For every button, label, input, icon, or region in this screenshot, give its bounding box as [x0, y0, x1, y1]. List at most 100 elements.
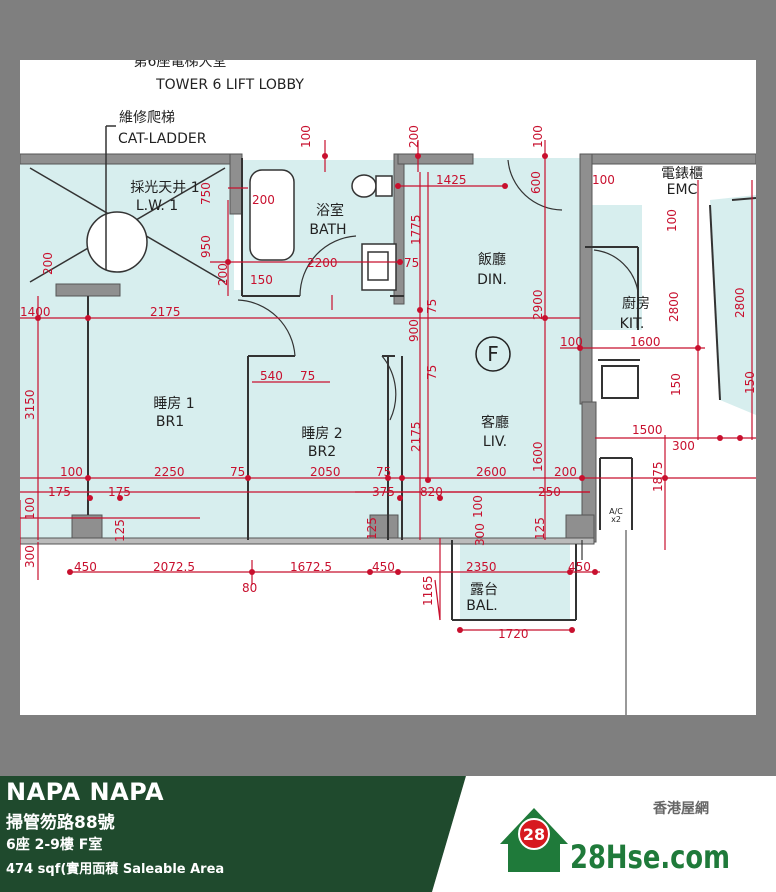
floor-plan: 第6座電梯大堂 TOWER 6 LIFT LOBBY 維修爬梯 CAT-LADD… — [20, 60, 756, 715]
dining-label-en: DIN. — [477, 272, 507, 288]
dim-label: 100 — [665, 209, 679, 232]
emc-label-en: EMC — [667, 182, 698, 198]
dim-label: 3150 — [23, 389, 37, 420]
bath-fixtures — [249, 169, 397, 291]
light-well — [29, 125, 226, 283]
dim-label: 200 — [554, 465, 577, 479]
dim-label: 75 — [404, 256, 419, 270]
walls — [20, 153, 756, 545]
dining-label-cn: 飯廳 — [478, 251, 506, 268]
lightwell-label-en: L.W. 1 — [136, 198, 178, 214]
lightwell-label-cn: 採光天井 1 — [130, 180, 199, 196]
dim-label: 75 — [425, 299, 439, 314]
dim-label: 900 — [407, 319, 421, 342]
dim-label: 75 — [376, 465, 391, 479]
dimension-ticks — [35, 153, 743, 633]
dim-label: 2072.5 — [153, 560, 195, 574]
emc-label-cn: 電錶櫃 — [661, 166, 703, 182]
kitchen-label-en: KIT. — [620, 316, 645, 332]
floor-plan-frame: 第6座電梯大堂 TOWER 6 LIFT LOBBY 維修爬梯 CAT-LADD… — [20, 60, 756, 715]
unit-mark: F — [487, 342, 499, 366]
dim-label: 450 — [74, 560, 97, 574]
bedroom1-label-cn: 睡房 1 — [153, 396, 194, 412]
dim-label: 2600 — [476, 465, 507, 479]
dim-label: 200 — [216, 263, 230, 286]
dim-label: 250 — [538, 485, 561, 499]
balcony-label-en: BAL. — [466, 598, 497, 614]
dim-label: 125 — [533, 517, 547, 540]
balcony-label-cn: 露台 — [470, 582, 498, 598]
project-name: NAPA NAPA — [6, 778, 165, 806]
dim-label: 175 — [108, 485, 131, 499]
kitchen-label-cn: 廚房 — [622, 295, 650, 312]
dim-label: 100 — [299, 125, 313, 148]
dim-label: 2800 — [733, 287, 747, 318]
unit-info: 6座 2-9樓 F室 — [6, 837, 103, 853]
living-label-cn: 客廳 — [481, 414, 509, 431]
dim-label: 600 — [529, 171, 543, 194]
dim-label: 450 — [568, 560, 591, 574]
dim-label: 2200 — [307, 256, 338, 270]
ac-label-1: A/C — [609, 507, 623, 516]
dim-label: 175 — [48, 485, 71, 499]
dim-label: 2900 — [531, 289, 545, 320]
saleable-area: 474 sqf(實用面積 Saleable Area — [6, 862, 225, 877]
dim-label: 2175 — [150, 305, 181, 319]
dim-label: 75 — [300, 369, 315, 383]
dim-label: 300 — [473, 523, 487, 546]
dim-label: 2050 — [310, 465, 341, 479]
bath-label-cn: 浴室 — [316, 202, 344, 219]
dim-label: 375 — [372, 485, 395, 499]
dim-label: 150 — [743, 371, 756, 394]
dim-label: 2800 — [667, 291, 681, 322]
catladder-label-cn: 維修爬梯 — [119, 110, 175, 126]
interior-walls — [87, 158, 756, 621]
badge-icon — [518, 818, 550, 850]
dim-label: 100 — [471, 495, 485, 518]
doors — [237, 159, 639, 560]
dim-label: 80 — [242, 581, 257, 595]
bedroom1-label-en: BR1 — [156, 414, 184, 430]
dim-label: 1500 — [632, 423, 663, 437]
dim-label: 100 — [60, 465, 83, 479]
dim-label: 150 — [669, 373, 683, 396]
dim-label: 75 — [230, 465, 245, 479]
brand-logo: 28 28Hse.com — [500, 808, 730, 876]
dim-label: 2350 — [466, 560, 497, 574]
dim-label: 950 — [199, 235, 213, 258]
dim-label: 1875 — [651, 461, 665, 492]
dim-label: 125 — [113, 519, 127, 542]
dim-label: 1600 — [531, 441, 545, 472]
lobby-label-en: TOWER 6 LIFT LOBBY — [155, 77, 304, 93]
ac-label-2: x2 — [611, 515, 621, 524]
dim-label: 200 — [252, 193, 275, 207]
bedroom2-label-cn: 睡房 2 — [301, 426, 342, 442]
unit-mark-circle — [475, 336, 511, 372]
dim-label: 1400 — [20, 305, 51, 319]
badge-number: 28 — [523, 825, 545, 844]
dim-label: 1425 — [436, 173, 467, 187]
dim-label: 200 — [41, 252, 55, 275]
footer-banner: NAPA NAPA 掃管笏路88號 6座 2-9樓 F室 474 sqf(實用面… — [0, 776, 776, 892]
dim-label: 100 — [23, 497, 37, 520]
dim-label: 100 — [560, 335, 583, 349]
property-info-panel: NAPA NAPA 掃管笏路88號 6座 2-9樓 F室 474 sqf(實用面… — [0, 776, 466, 892]
dim-label: 450 — [372, 560, 395, 574]
dim-label: 750 — [199, 182, 213, 205]
brand-logo-text: 28Hse.com — [570, 838, 730, 876]
dim-label: 200 — [407, 125, 421, 148]
dim-label: 100 — [592, 173, 615, 187]
brand-panel: 香港屋網 28 28Hse.com — [432, 776, 776, 892]
dim-label: 1775 — [409, 214, 423, 245]
brand-site-name: 香港屋網 — [653, 801, 709, 817]
dim-label: 820 — [420, 485, 443, 499]
living-label-en: LIV. — [483, 434, 507, 450]
dim-label: 1600 — [630, 335, 661, 349]
dim-label: 1672.5 — [290, 560, 332, 574]
dim-label: 125 — [365, 517, 379, 540]
dim-label: 300 — [23, 545, 37, 568]
dim-label: 2250 — [154, 465, 185, 479]
dim-label: 150 — [250, 273, 273, 287]
bedroom2-label-en: BR2 — [308, 444, 336, 460]
catladder-label-en: CAT-LADDER — [118, 131, 207, 147]
